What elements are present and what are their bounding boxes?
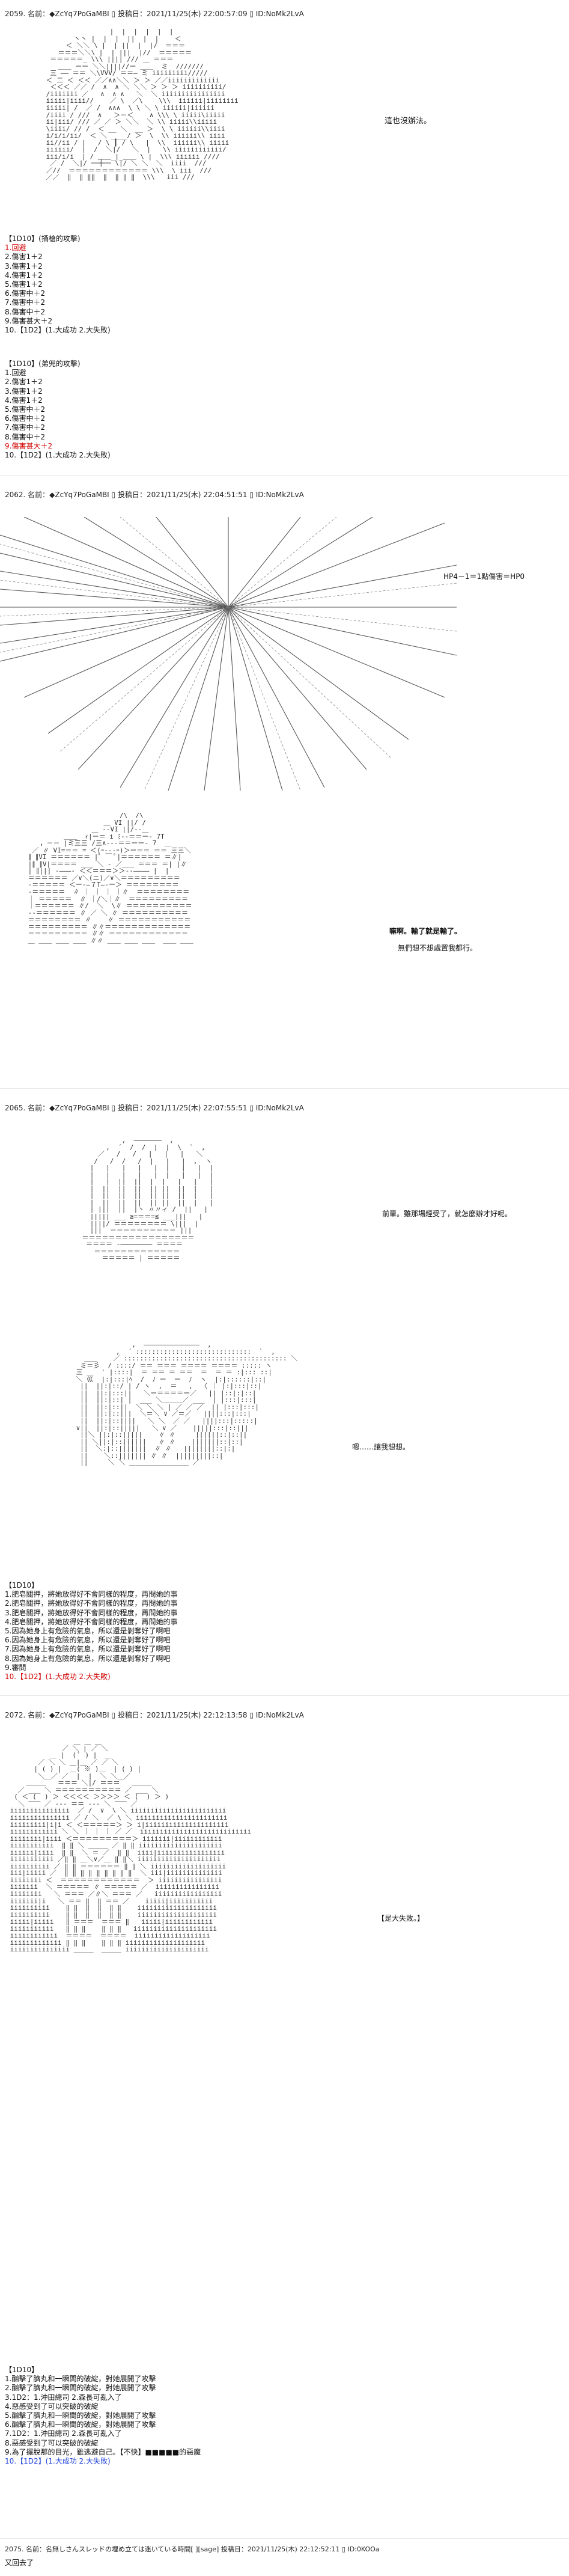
post-header: 2072. 名前：◆ZcYq7PoGaMBI ▯ 投稿日：2021/11/25(… xyxy=(5,1711,304,1719)
post-caption: 這也沒辦法。 xyxy=(385,117,432,126)
ascii-art-flower-crown-character: ＿ ＿ ＿ ／ ＼ | ／ ＼ ＿ | ( ﾟ ) | ＿ ／ ＼ ＼ ＿|＿ … xyxy=(10,1738,252,1954)
dice-row: 2.肥皂關押，將她放得好不會同樣的程度，再問她的事 xyxy=(5,1599,178,1608)
dice-row: 8.傷害中＋2 xyxy=(5,307,46,316)
post-header: 2075. 名前：名無しさんスレッドの埋め立ては迷いている時間[ ][sage]… xyxy=(5,2545,380,2553)
dice-row: 2.傷害1＋2 xyxy=(5,252,43,262)
dice-row: 10.【1D2】(1.大成功 2.大失敗) xyxy=(5,2456,111,2465)
post-2072: 2072. 名前：◆ZcYq7PoGaMBI ▯ 投稿日：2021/11/25(… xyxy=(0,1701,569,2531)
dice-row: 4.惡感受到了可以突破的破綻 xyxy=(5,2402,99,2411)
dice-row: 1.酗擊了臍丸和一瞬間的破綻，對她展開了攻擊 xyxy=(5,2375,156,2384)
dice-row: 3.1D2：1.沖田總司 2.森長可亂入了 xyxy=(5,2393,122,2402)
dice-row: 4.傷害1＋2 xyxy=(5,271,43,280)
post-divider xyxy=(0,1695,569,1696)
dice-row: 8.因為她身上有危險的氣息，所以還是剝奪好了啊吧 xyxy=(5,1654,171,1663)
post-divider xyxy=(0,2538,569,2539)
dice-row: 5.傷害中＋2 xyxy=(5,405,46,414)
post-caption: 嗯……讓我想想。 xyxy=(352,1443,410,1451)
ascii-art-fallen-character: /\ /\ ＿ VI ||/ / ＿ --VI ||/--＿ ＿＿ ｨ|ー＝ i… xyxy=(28,812,193,944)
dice-row: 9.傷害甚大＋2 xyxy=(5,316,53,325)
dice-row: 8.傷害中＋2 xyxy=(5,432,46,441)
dice-row: 2.酗擊了臍丸和一瞬間的破綻，對她展開了攻擊 xyxy=(5,2384,156,2393)
dice-row: 7.傷害中＋2 xyxy=(5,423,46,432)
post-2062: 2062. 名前：◆ZcYq7PoGaMBI ▯ 投稿日：2021/11/25(… xyxy=(0,481,569,1088)
dice-row: 7.因為她身上有危險的氣息，所以還是剝奪好了啊吧 xyxy=(5,1645,171,1654)
post-caption: 無們想不想處置我都行。 xyxy=(398,944,478,952)
dice-row: 【1D10】 xyxy=(5,2366,39,2374)
dice-row: 1.回避 xyxy=(5,369,26,378)
dice-row: 5.酗擊了臍丸和一瞬間的破綻，對她展開了攻擊 xyxy=(5,2411,156,2420)
dice-row: 7.傷害中＋2 xyxy=(5,298,46,307)
dice-row: 9.為了擺脫那的目光，雖逃避自己。【不快】■■■■■的惡魔 xyxy=(5,2447,201,2456)
explosion-burst-art xyxy=(0,517,457,791)
ascii-art-caped-figure: , ―――――――――――――― , , ´ :::::::::::::::::… xyxy=(76,1341,298,1467)
dice-row: 【1D10】(捅槍的攻擊) xyxy=(5,234,81,243)
dice-row: 2.傷害1＋2 xyxy=(5,378,43,387)
dice-row: 4.傷害1＋2 xyxy=(5,396,43,405)
dice-row: 10.【1D2】(1.大成功 2.大失敗) xyxy=(5,450,111,459)
post-caption: 前輩。雖那場經受了，就怎麼辦才好呢。 xyxy=(382,1210,513,1218)
dice-row: 3.傷害1＋2 xyxy=(5,387,43,396)
dice-table-2: 【1D10】(弟兜的攻擊) 1.回避 2.傷害1＋2 3.傷害1＋2 4.傷害1… xyxy=(5,359,111,460)
post-caption: 嘛啊。輸了就是輸了。 xyxy=(389,927,462,935)
dice-row: 8.惡感受到了可以突破的破綻 xyxy=(5,2438,99,2447)
dice-row: 3.肥皂關押，將她放得好不會同樣的程度，再問她的事 xyxy=(5,1608,178,1617)
post-caption: 又回去了 xyxy=(5,2559,34,2567)
dice-row: 1.回避 xyxy=(5,243,26,252)
dice-row: 3.傷害1＋2 xyxy=(5,262,43,271)
dice-table-1: 【1D10】(捅槍的攻擊) 1.回避 2.傷害1＋2 3.傷害1＋2 4.傷害1… xyxy=(5,234,111,335)
dice-row: 10.【1D2】(1.大成功 2.大失敗) xyxy=(5,1672,111,1681)
dice-row: 【1D10】(弟兜的攻擊) xyxy=(5,359,81,368)
hp-caption: HP4－1＝1點傷害＝HP0 xyxy=(443,572,525,581)
post-caption: 【是大失敗。】 xyxy=(377,1914,425,1923)
dice-row: 6.傷害中＋2 xyxy=(5,289,46,298)
dice-row: 6.因為她身上有危險的氣息，所以還是剝奪好了啊吧 xyxy=(5,1636,171,1645)
dice-row: 5.傷害1＋2 xyxy=(5,280,43,289)
post-header: 2065. 名前：◆ZcYq7PoGaMBI ▯ 投稿日：2021/11/25(… xyxy=(5,1104,304,1112)
post-divider xyxy=(0,1088,569,1089)
post-header: 2059. 名前：◆ZcYq7PoGaMBI ▯ 投稿日：2021/11/25(… xyxy=(5,10,304,18)
dice-row: 6.酗擊了臍丸和一瞬間的破綻，對她展開了攻擊 xyxy=(5,2420,156,2429)
post-2059: 2059. 名前：◆ZcYq7PoGaMBI ▯ 投稿日：2021/11/25(… xyxy=(0,0,569,475)
post-2075: 2075. 名前：名無しさんスレッドの埋め立ては迷いている時間[ ][sage]… xyxy=(0,2542,569,2576)
dice-row: 6.傷害中＋2 xyxy=(5,414,46,423)
post-divider xyxy=(0,475,569,476)
dice-row: 10.【1D2】(1.大成功 2.大失敗) xyxy=(5,325,111,334)
dice-row: 4.肥皂關押，將她放得好不會同樣的程度，再問她的事 xyxy=(5,1617,178,1626)
dice-table: 【1D10】 1.肥皂關押，將她放得好不會同樣的程度，再問她的事 2.肥皂關押，… xyxy=(5,1581,177,1681)
dice-row: 9.審問 xyxy=(5,1663,26,1672)
dice-row: 5.因為她身上有危險的氣息，所以還是剝奪好了啊吧 xyxy=(5,1626,171,1635)
dice-row: 1.肥皂關押，將她放得好不會同樣的程度，再問她的事 xyxy=(5,1590,178,1599)
ascii-art-warrior: | | | | | | 丶丶 | | | || | | ＜ ＜ ＼＼ \ | |… xyxy=(46,28,239,182)
dice-table: 【1D10】 1.酗擊了臍丸和一瞬間的破綻，對她展開了攻擊 2.酗擊了臍丸和一瞬… xyxy=(5,2366,201,2466)
dice-row: 【1D10】 xyxy=(5,1581,39,1589)
post-header: 2062. 名前：◆ZcYq7PoGaMBI ▯ 投稿日：2021/11/25(… xyxy=(5,491,304,499)
ascii-art-long-hair-girl: , ――――――― , , ´ / / | | \ ` , ／ / / | | … xyxy=(82,1137,214,1262)
dice-row: 7.1D2：1.沖田總司 2.森長可亂入了 xyxy=(5,2429,122,2438)
post-2065: 2065. 名前：◆ZcYq7PoGaMBI ▯ 投稿日：2021/11/25(… xyxy=(0,1094,569,1695)
dice-row: 9.傷害甚大＋2 xyxy=(5,441,53,450)
